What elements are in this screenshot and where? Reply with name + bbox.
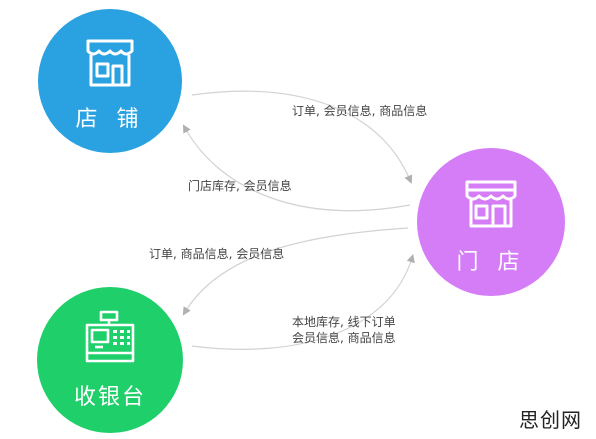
arrow-store-to-pos [182, 227, 409, 316]
storefront-icon [86, 39, 134, 87]
node-pos-label: 收银台 [73, 385, 146, 410]
arrow-pos-to-store [191, 253, 415, 350]
arrow-shop-to-store [191, 90, 413, 184]
node-shop: 店 铺 [38, 9, 182, 153]
node-pos: 收银台 [37, 287, 183, 433]
node-store: 门 店 [417, 148, 565, 296]
store-building-icon [465, 180, 517, 228]
flow-label-shop-to-store: 订单, 会员信息, 商品信息 [292, 104, 428, 118]
arrow-store-to-shop [182, 124, 411, 212]
node-store-label: 门 店 [456, 250, 526, 275]
flow-label-pos-to-store-line2: 会员信息, 商品信息 [292, 331, 396, 345]
flow-label-pos-to-store-line1: 本地库存, 线下订单 [292, 315, 396, 329]
cash-register-icon [85, 310, 135, 363]
flow-label-store-to-pos: 订单, 商品信息, 会员信息 [149, 247, 285, 261]
node-shop-label: 店 铺 [75, 107, 145, 132]
watermark: 思创网 [519, 408, 582, 432]
flow-label-pos-to-store: 本地库存, 线下订单 会员信息, 商品信息 [292, 314, 396, 346]
flow-label-store-to-shop: 门店库存, 会员信息 [188, 179, 292, 193]
